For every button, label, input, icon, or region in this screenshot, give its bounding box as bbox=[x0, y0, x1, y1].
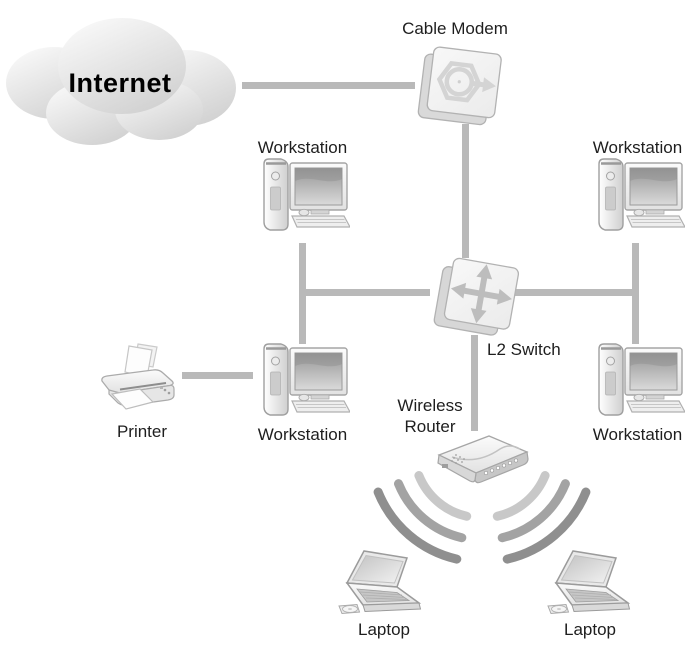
workstation-mid-right-label: Workstation bbox=[592, 425, 683, 444]
laptop-icon bbox=[546, 549, 642, 621]
connector-switch-right bbox=[512, 289, 639, 296]
workstation-icon bbox=[590, 340, 685, 424]
connector-right-branch bbox=[632, 243, 639, 344]
cloud-icon bbox=[6, 18, 236, 145]
laptop-right-label: Laptop bbox=[564, 620, 616, 639]
workstation-mid-left-label: Workstation bbox=[257, 425, 348, 444]
workstation-icon bbox=[255, 155, 350, 239]
laptop-icon bbox=[337, 549, 433, 621]
workstation-top-right-label: Workstation bbox=[592, 138, 683, 157]
l2-switch-icon bbox=[433, 257, 520, 336]
connector-switch-router bbox=[471, 335, 478, 431]
workstation-top-left-label: Workstation bbox=[257, 138, 348, 157]
printer-icon bbox=[101, 343, 175, 410]
printer-label: Printer bbox=[116, 422, 168, 441]
internet-label: Internet bbox=[68, 68, 172, 98]
wifi-signal-icon bbox=[373, 471, 591, 564]
wireless-router-label: Wireless Router bbox=[397, 396, 463, 436]
connector-switch-left bbox=[302, 289, 430, 296]
connector-modem-switch bbox=[462, 124, 469, 258]
wireless-router-icon bbox=[437, 435, 529, 484]
laptop-left-label: Laptop bbox=[358, 620, 410, 639]
cable-modem-label: Cable Modem bbox=[402, 19, 508, 38]
connector-printer-workstation bbox=[182, 372, 253, 379]
connector-internet-modem bbox=[242, 82, 415, 89]
workstation-icon bbox=[255, 340, 350, 424]
l2-switch-label: L2 Switch bbox=[487, 340, 561, 359]
cable-modem-icon bbox=[417, 46, 502, 126]
connector-left-branch bbox=[299, 243, 306, 344]
workstation-icon bbox=[590, 155, 685, 239]
